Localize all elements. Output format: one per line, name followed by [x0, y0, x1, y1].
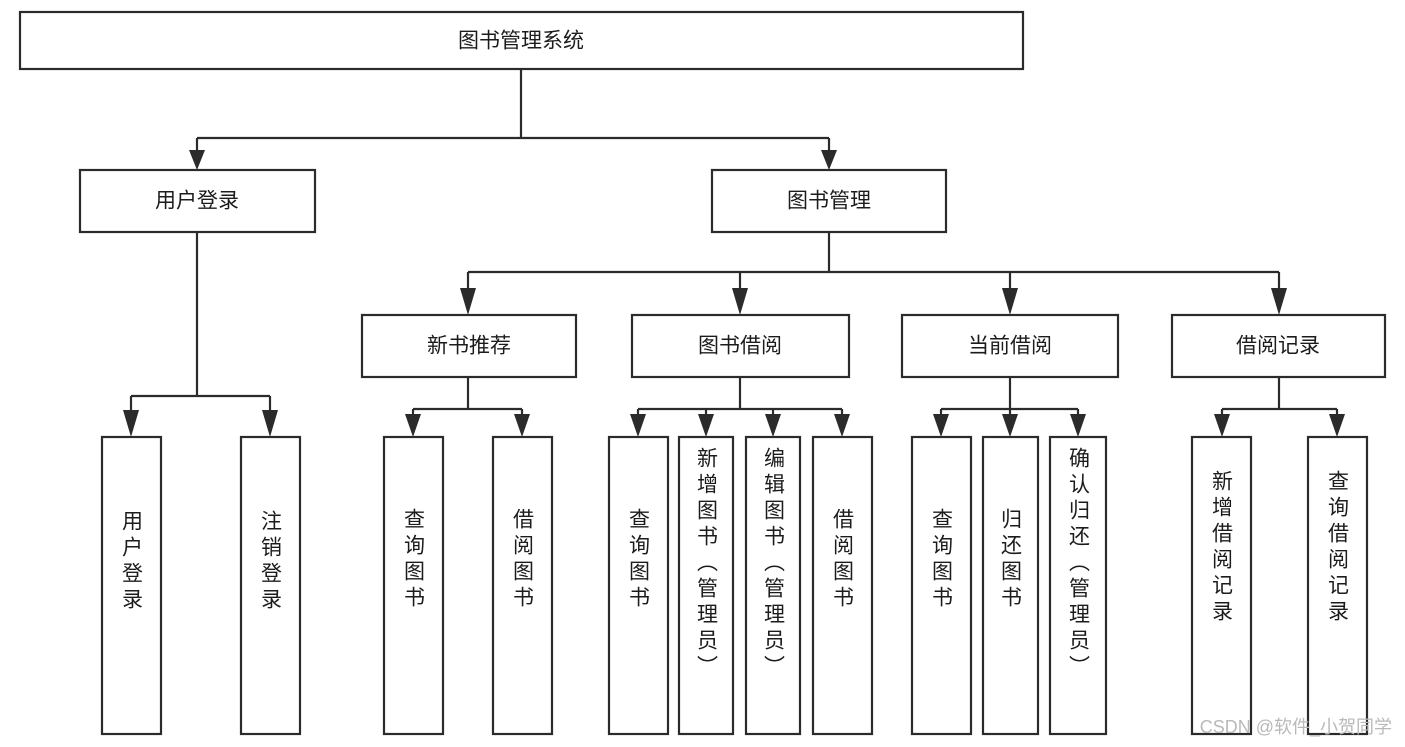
node-book-manage[interactable]: 图书管理 — [710, 168, 948, 234]
arrow-leaf-rec-add — [1214, 414, 1230, 437]
arrow-leaf-rec-borrow — [514, 414, 530, 437]
node-current-borrow[interactable]: 当前借阅 — [900, 313, 1120, 379]
node-leaf-rec-query-label: 查询图书 — [402, 508, 426, 612]
node-leaf-user-login[interactable]: 用户登录 — [100, 435, 163, 736]
node-new-book-rec[interactable]: 新书推荐 — [360, 313, 578, 379]
node-leaf-cur-return[interactable]: 归还图书 — [981, 435, 1040, 736]
node-root[interactable]: 图书管理系统 — [18, 10, 1025, 71]
node-book-manage-label: 图书管理 — [787, 190, 871, 213]
node-book-borrow[interactable]: 图书借阅 — [630, 313, 851, 379]
node-new-book-rec-label: 新书推荐 — [427, 335, 511, 358]
node-leaf-borrow-query-box[interactable] — [607, 435, 670, 736]
node-new-book-rec-box[interactable] — [360, 313, 578, 379]
node-leaf-user-login-label: 用户登录 — [120, 510, 144, 614]
node-borrow-record-box[interactable] — [1170, 313, 1387, 379]
node-leaf-cur-return-label: 归还图书 — [999, 508, 1023, 612]
arrow-leaf-borrow-add — [698, 414, 714, 437]
node-leaf-user-logout-box[interactable] — [239, 435, 302, 736]
node-book-borrow-label: 图书借阅 — [698, 335, 782, 358]
connector-layer — [123, 69, 1345, 437]
node-leaf-rec-add-label: 新增借阅记录 — [1210, 470, 1234, 626]
arrow-borrow-record — [1271, 288, 1287, 315]
node-leaf-borrow-add[interactable]: 新增图书（管理员） — [677, 435, 735, 736]
arrow-leaf-borrow-borrow — [834, 414, 850, 437]
node-leaf-cur-confirm-label: 确认归还（管理员） — [1067, 447, 1091, 681]
node-current-borrow-label: 当前借阅 — [968, 335, 1052, 358]
node-book-manage-box[interactable] — [710, 168, 948, 234]
node-leaf-cur-return-box[interactable] — [981, 435, 1040, 736]
arrow-leaf-rec-query — [405, 414, 421, 437]
node-leaf-rec-borrow-box[interactable] — [491, 435, 554, 736]
arrow-leaf-user-logout — [262, 410, 278, 437]
arrow-leaf-borrow-edit — [765, 414, 781, 437]
node-leaf-rec-search-label: 查询借阅记录 — [1326, 470, 1350, 626]
node-leaf-user-logout[interactable]: 注销登录 — [239, 435, 302, 736]
node-leaf-borrow-borrow-label: 借阅图书 — [831, 508, 855, 612]
node-leaf-borrow-borrow[interactable]: 借阅图书 — [811, 435, 874, 736]
node-root-box[interactable] — [18, 10, 1025, 71]
arrow-user-login — [189, 150, 205, 170]
node-leaf-cur-query-label: 查询图书 — [930, 508, 954, 612]
node-leaf-borrow-edit-label: 编辑图书（管理员） — [762, 447, 786, 681]
node-current-borrow-box[interactable] — [900, 313, 1120, 379]
node-leaf-user-logout-label: 注销登录 — [259, 510, 283, 614]
arrow-leaf-rec-search — [1329, 414, 1345, 437]
arrow-leaf-cur-confirm — [1070, 414, 1086, 437]
node-leaf-rec-add-box[interactable] — [1190, 435, 1253, 736]
node-leaf-cur-query[interactable]: 查询图书 — [910, 435, 973, 736]
node-leaf-rec-query[interactable]: 查询图书 — [382, 435, 445, 736]
node-user-login-box[interactable] — [78, 168, 317, 234]
node-leaf-rec-borrow[interactable]: 借阅图书 — [491, 435, 554, 736]
node-leaf-borrow-add-box[interactable] — [677, 435, 735, 736]
node-leaf-rec-borrow-label: 借阅图书 — [511, 508, 535, 612]
node-leaf-borrow-edit[interactable]: 编辑图书（管理员） — [744, 435, 802, 736]
node-leaf-rec-search-box[interactable] — [1306, 435, 1369, 736]
node-borrow-record-label: 借阅记录 — [1236, 335, 1320, 358]
watermark-label: CSDN @软件_小贺同学 — [1200, 717, 1392, 738]
arrow-new-book-rec — [460, 288, 476, 315]
arrow-book-manage — [821, 150, 837, 170]
node-leaf-rec-query-box[interactable] — [382, 435, 445, 736]
arrow-book-borrow — [732, 288, 748, 315]
node-leaf-borrow-borrow-box[interactable] — [811, 435, 874, 736]
node-leaf-borrow-query[interactable]: 查询图书 — [607, 435, 670, 736]
node-leaf-rec-add[interactable]: 新增借阅记录 — [1190, 435, 1253, 736]
arrow-current-borrow — [1002, 288, 1018, 315]
node-user-login-label: 用户登录 — [155, 190, 239, 213]
arrow-leaf-borrow-query — [630, 414, 646, 437]
node-root-label: 图书管理系统 — [458, 30, 584, 53]
node-leaf-borrow-add-label: 新增图书（管理员） — [695, 447, 719, 681]
node-leaf-borrow-edit-box[interactable] — [744, 435, 802, 736]
node-book-borrow-box[interactable] — [630, 313, 851, 379]
node-leaf-cur-query-box[interactable] — [910, 435, 973, 736]
node-leaf-user-login-box[interactable] — [100, 435, 163, 736]
arrow-leaf-cur-query — [933, 414, 949, 437]
arrow-leaf-cur-return — [1002, 414, 1018, 437]
node-leaf-cur-confirm[interactable]: 确认归还（管理员） — [1048, 435, 1108, 736]
node-borrow-record[interactable]: 借阅记录 — [1170, 313, 1387, 379]
node-user-login[interactable]: 用户登录 — [78, 168, 317, 234]
arrow-leaf-user-login — [123, 410, 139, 437]
node-leaf-cur-confirm-box[interactable] — [1048, 435, 1108, 736]
node-leaf-rec-search[interactable]: 查询借阅记录 — [1306, 435, 1369, 736]
node-leaf-borrow-query-label: 查询图书 — [627, 508, 651, 612]
